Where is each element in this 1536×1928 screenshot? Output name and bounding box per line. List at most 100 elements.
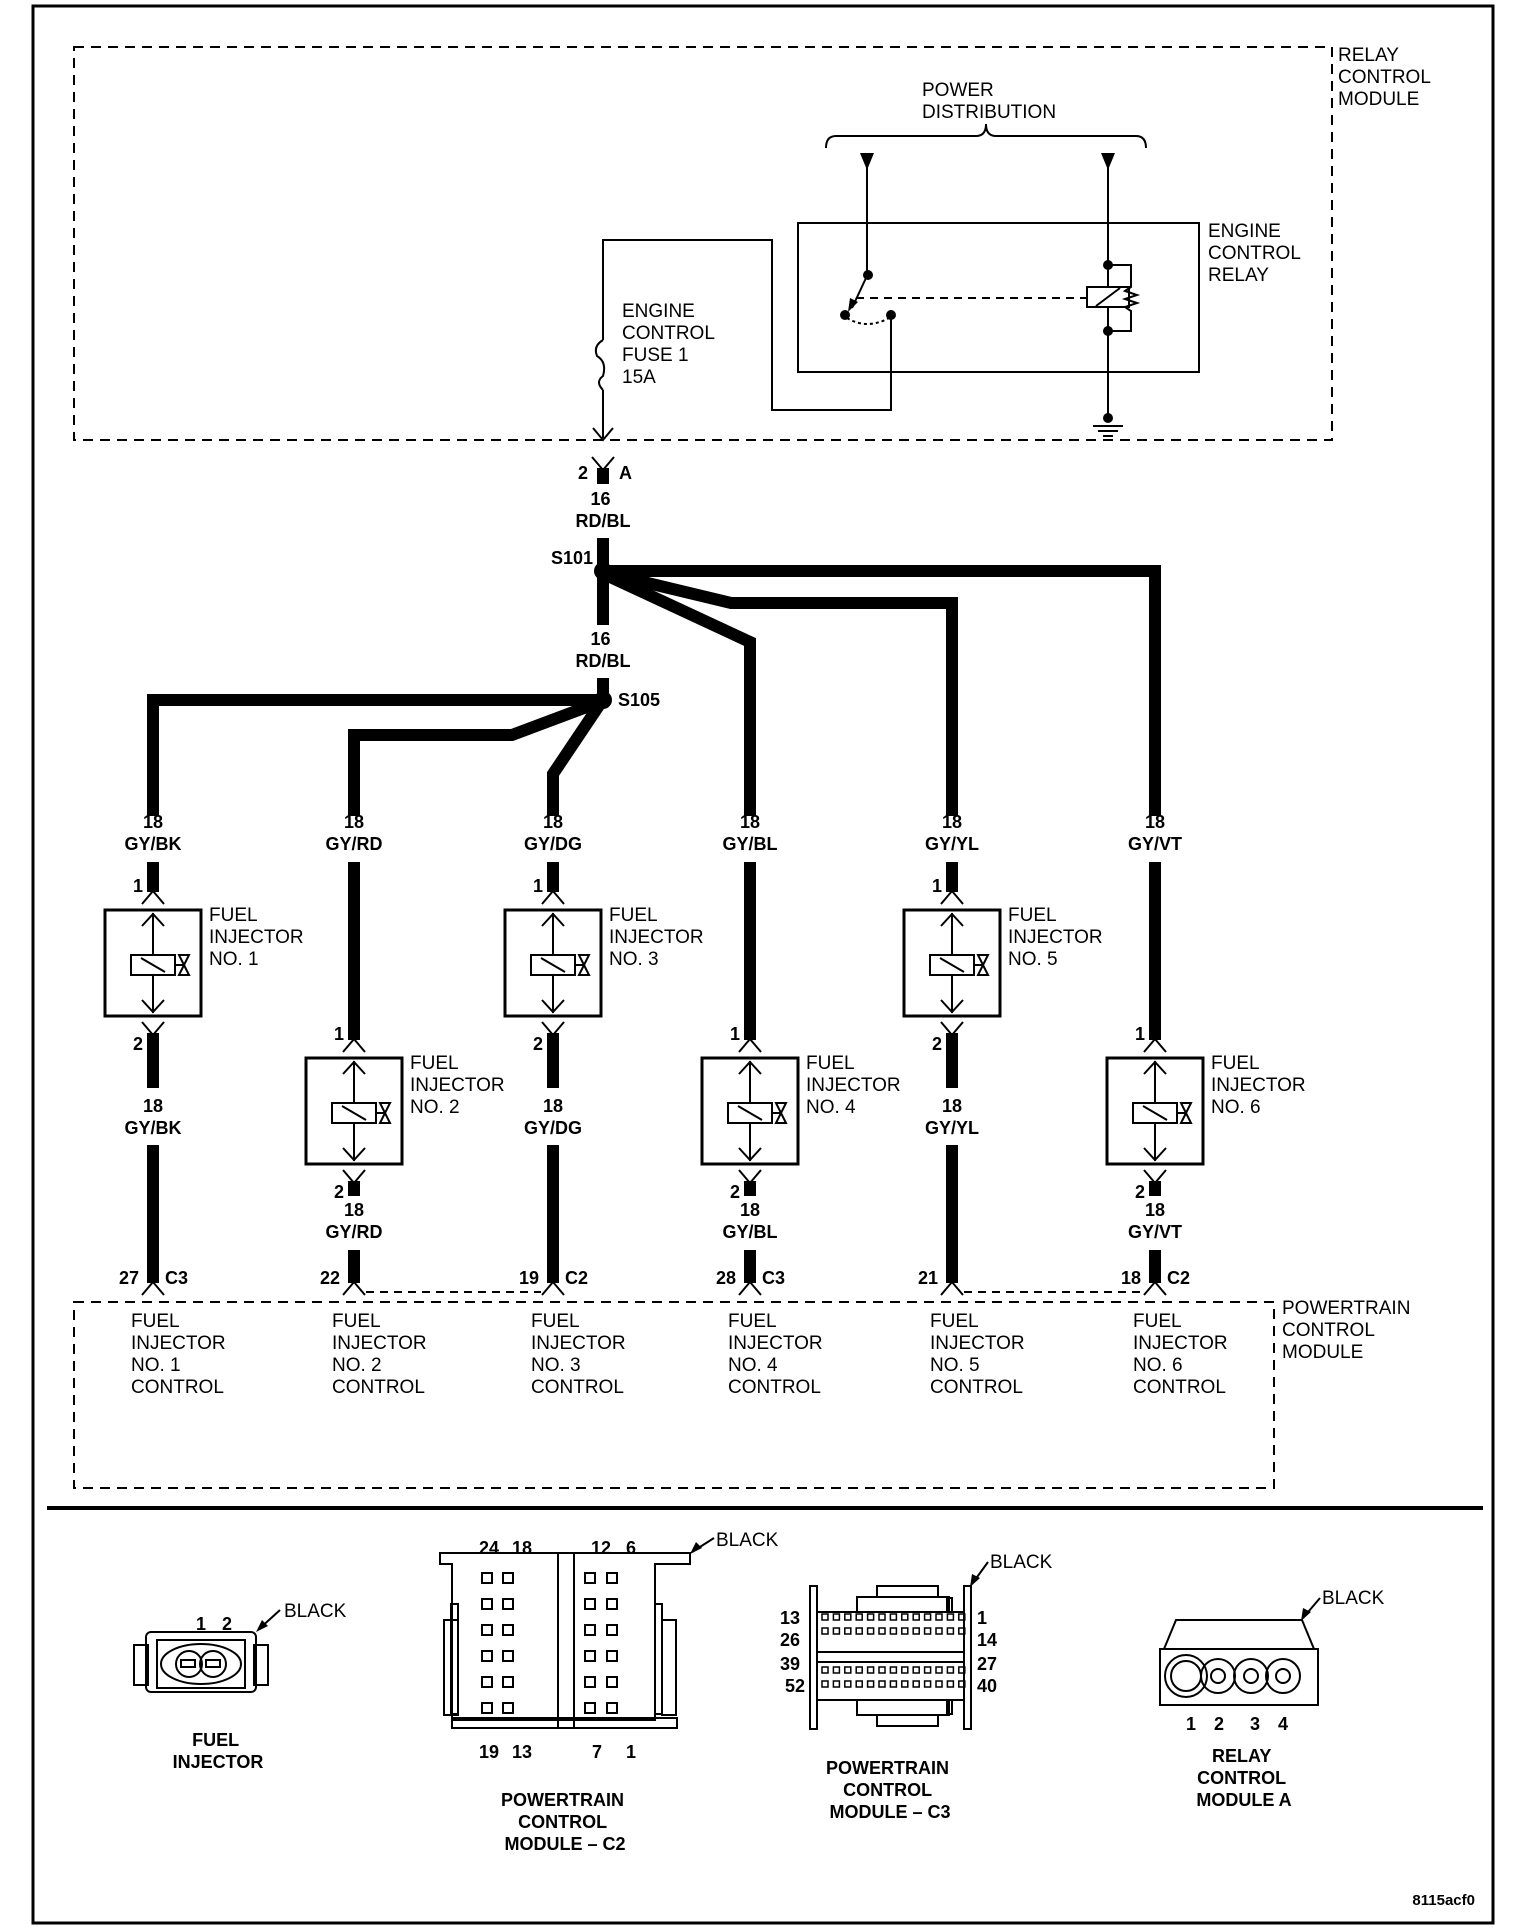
injector-2-pcm-pin: 22 xyxy=(320,1268,340,1288)
relay-module-a-pins: 1 2 3 4 xyxy=(1186,1714,1288,1734)
ground-icon xyxy=(1093,425,1123,437)
injector-4-pin-1: 1 xyxy=(730,1024,740,1044)
splice-s105-label: S105 xyxy=(618,690,660,710)
injector-4-pin-2: 2 xyxy=(730,1182,740,1202)
injector-valve-icon xyxy=(177,954,191,976)
feed-wire-2-label: 16 RD/BL xyxy=(576,629,631,671)
engine-control-relay-label: ENGINE CONTROL RELAY xyxy=(1208,221,1305,286)
injector-1-pcm-connector: C3 xyxy=(165,1268,188,1288)
pcm-c3-color: BLACK xyxy=(990,1552,1053,1573)
fuel-injector-pin-1: 1 xyxy=(196,1614,206,1634)
outer-frame xyxy=(31,4,1495,1925)
injector-6-pin-1: 1 xyxy=(1135,1024,1145,1044)
figure-id: 8115acf0 xyxy=(1412,1892,1475,1909)
pcm-c3-left-pins: 13 26 39 52 xyxy=(780,1608,805,1696)
injector-6-pcm-connector: C2 xyxy=(1167,1268,1190,1288)
injector-5-pin-1: 1 xyxy=(932,876,942,896)
injector-2-pin-1: 1 xyxy=(334,1024,344,1044)
injector-4-pcm-connector: C3 xyxy=(762,1268,785,1288)
wire-branch-inj4 xyxy=(603,569,756,816)
pcm-c2-bottom-pins: 19 13 7 1 xyxy=(479,1742,636,1762)
wire-branch-inj3 xyxy=(547,700,605,816)
engine-control-relay-box xyxy=(797,222,1200,373)
injector-4-pcm-pin: 28 xyxy=(716,1268,736,1288)
power-distribution-label: POWER DISTRIBUTION xyxy=(922,80,1056,123)
relay-module-a-color: BLACK xyxy=(1322,1588,1385,1609)
engine-control-fuse-label: ENGINE CONTROL FUSE 1 15A xyxy=(622,301,719,388)
injector-valve-icon xyxy=(1179,1102,1193,1124)
wire-branch-inj1 xyxy=(147,694,600,816)
pcm-c2-top-pins: 24 18 12 6 xyxy=(479,1538,636,1558)
pcm-c3-right-pins: 1 14 27 40 xyxy=(977,1608,1002,1696)
pcm-c2-color: BLACK xyxy=(716,1530,779,1551)
pcm-c3-title: POWERTRAIN CONTROL MODULE – C3 xyxy=(826,1758,954,1822)
injector-5-pin-2: 2 xyxy=(932,1034,942,1054)
relay-control-module-label: RELAY CONTROL MODULE xyxy=(1338,45,1435,110)
pcm-c2-title: POWERTRAIN CONTROL MODULE – C2 xyxy=(501,1790,629,1854)
injector-3-pin-1: 1 xyxy=(533,876,543,896)
fuel-injector-connector-view xyxy=(133,1609,281,1693)
pcm-c3-connector-view xyxy=(809,1585,972,1730)
injector-1-pin-2: 2 xyxy=(133,1034,143,1054)
pcm-boundary xyxy=(73,1301,1275,1489)
main-connector-pin: 2 xyxy=(578,463,588,483)
injector-3-pcm-pin: 19 xyxy=(519,1268,539,1288)
relay-control-module-boundary xyxy=(73,46,1333,441)
wire-branch-inj2 xyxy=(348,696,603,816)
injector-1-pcm-pin: 27 xyxy=(119,1268,139,1288)
injector-valve-icon xyxy=(378,1102,392,1124)
injector-3-pcm-connector: C2 xyxy=(565,1268,588,1288)
main-connector-id: A xyxy=(619,463,632,483)
injector-1-pin-1: 1 xyxy=(133,876,143,896)
wire-branch-inj5 xyxy=(604,567,958,816)
injector-6-pcm-pin: 18 xyxy=(1121,1268,1141,1288)
fuel-injector-color: BLACK xyxy=(284,1601,347,1622)
fuse-icon xyxy=(594,339,606,391)
power-feed-arrow-1 xyxy=(860,153,874,170)
injector-2-pin-2: 2 xyxy=(334,1182,344,1202)
power-distribution-brace xyxy=(825,123,1147,149)
pcm-c2-connector-view xyxy=(439,1552,691,1729)
pcm-label: POWERTRAIN CONTROL MODULE xyxy=(1282,1298,1416,1363)
injector-valve-icon xyxy=(577,954,591,976)
injector-5-pcm-pin: 21 xyxy=(918,1268,938,1288)
injector-valve-icon xyxy=(976,954,990,976)
fuel-injector-connector-title: FUEL INJECTOR xyxy=(173,1730,264,1772)
wire-branch-inj6 xyxy=(606,565,1161,816)
relay-module-a-title: RELAY CONTROL MODULE A xyxy=(1196,1746,1291,1810)
injector-3-pin-2: 2 xyxy=(533,1034,543,1054)
relay-contact-common xyxy=(863,270,873,280)
feed-wire-1-label: 16 RD/BL xyxy=(576,489,631,531)
power-feed-arrow-2 xyxy=(1101,153,1115,170)
